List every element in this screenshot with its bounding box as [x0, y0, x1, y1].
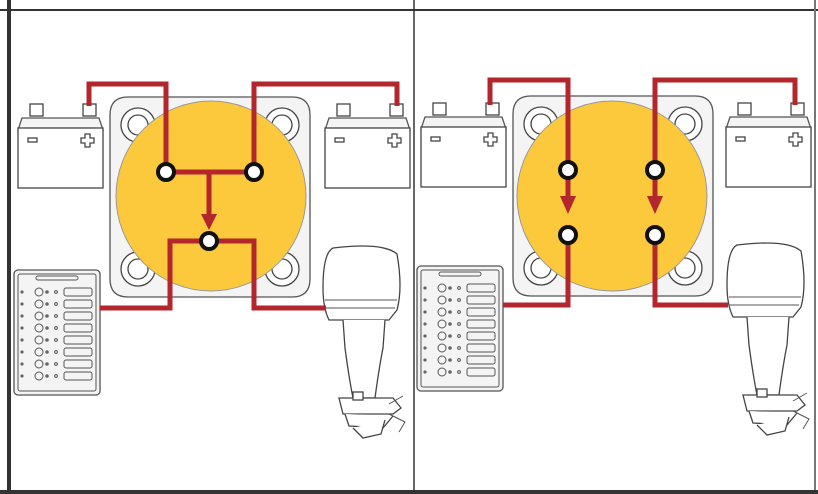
battery-icon-left: [420, 102, 507, 188]
outboard-motor-icon: [322, 245, 406, 439]
battery-icon-left: [17, 103, 104, 189]
battery-icon-right: [725, 102, 812, 188]
flow-arrow-icon: [647, 196, 663, 214]
terminals: [156, 162, 264, 251]
combined-mode-diagram: [14, 81, 411, 439]
flow-arrow-icon: [201, 214, 217, 230]
flow-arrow-icon: [560, 196, 576, 214]
terminals: [558, 160, 665, 245]
outboard-motor-icon: [726, 242, 810, 436]
independent-mode-diagram: [417, 77, 812, 436]
switch-face: [516, 100, 708, 292]
battery-icon-right: [324, 103, 411, 189]
breaker-panel-icon: [417, 266, 503, 391]
breaker-panel-icon: [14, 270, 100, 395]
wires: [487, 77, 798, 308]
